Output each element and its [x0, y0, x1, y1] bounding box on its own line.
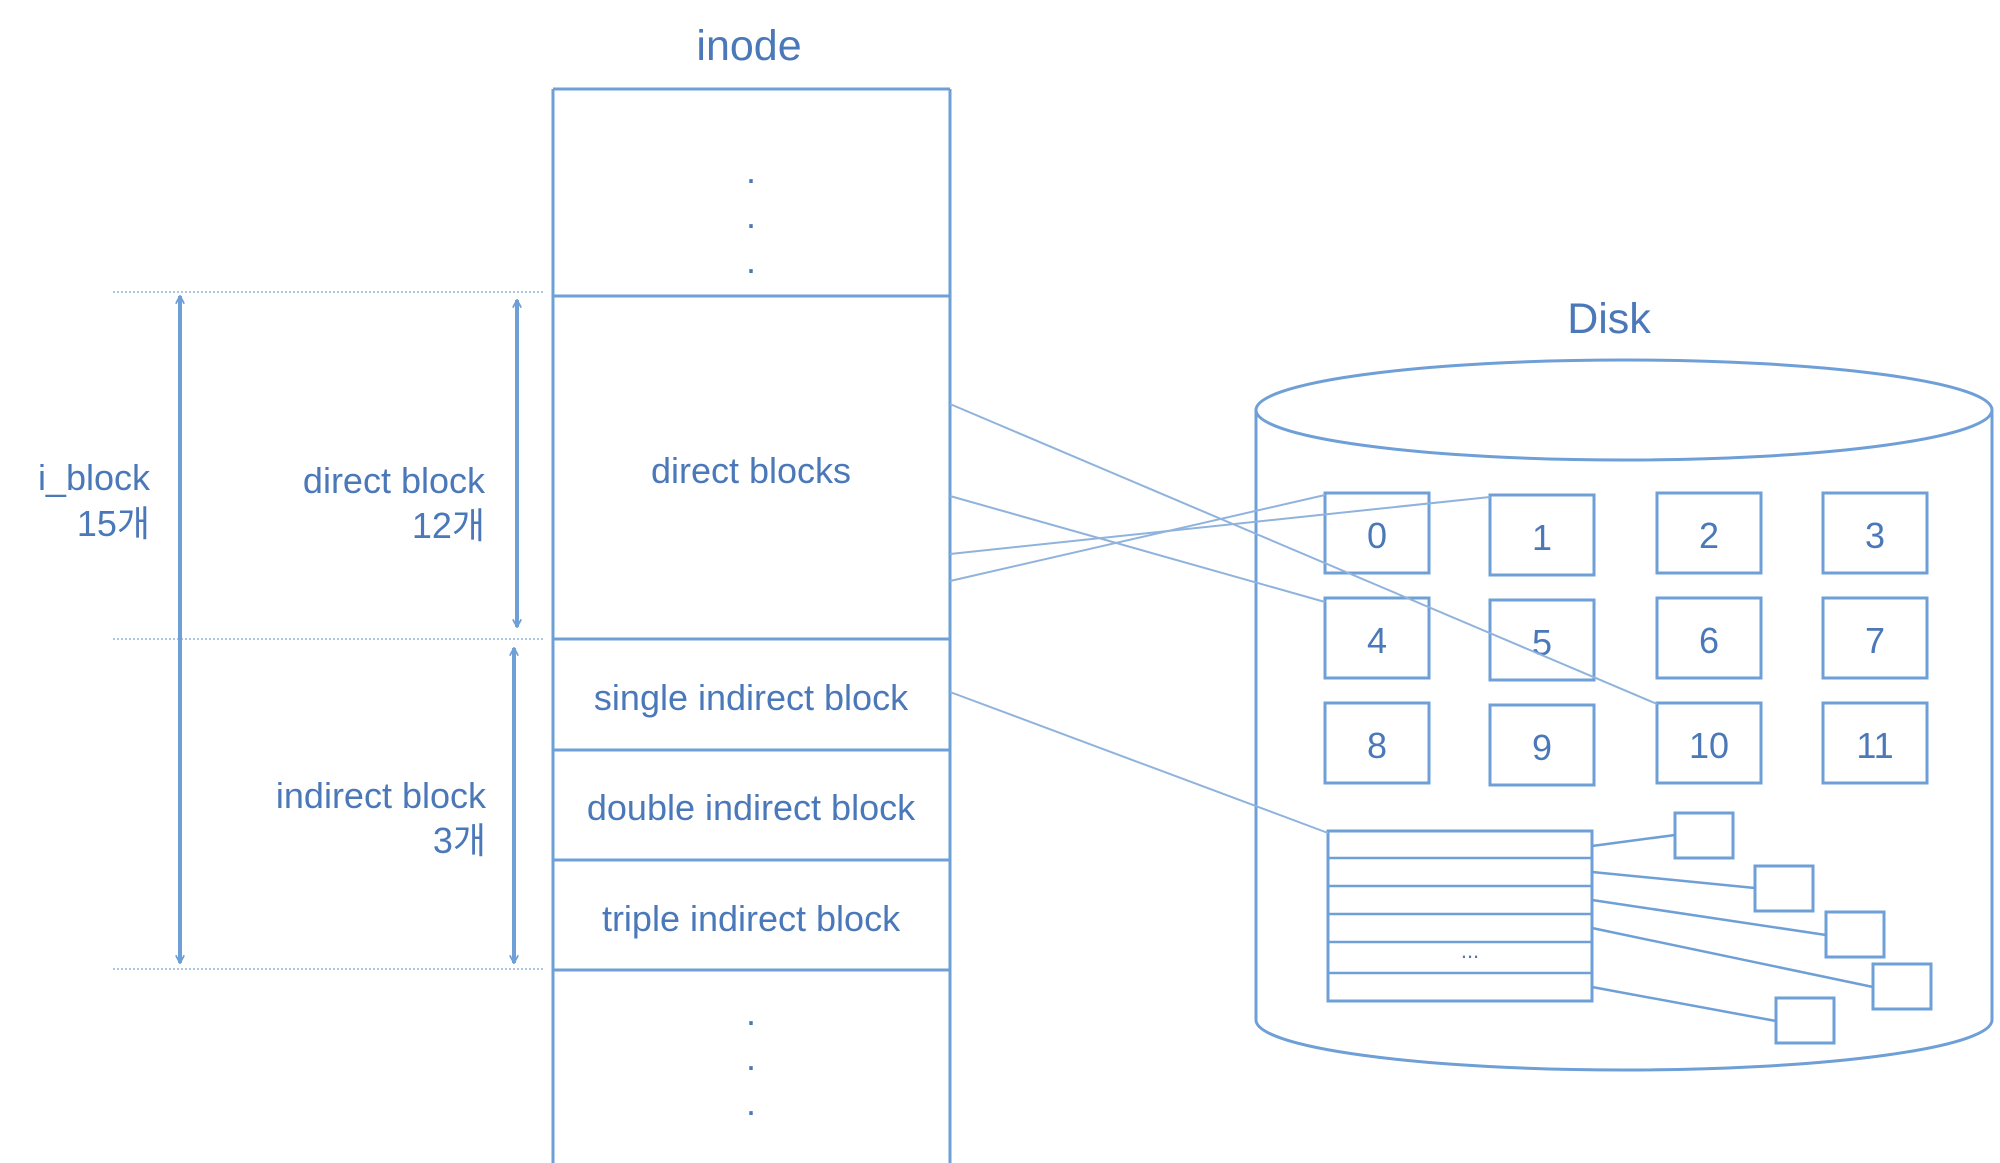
index-pointers: [1591, 833, 1874, 1023]
indirect-block-count: 3개: [433, 820, 486, 861]
disk-block-grid: 0 1 2 3 4 5 6 7 8 9 10 11: [1323, 491, 1929, 787]
svg-text:8: 8: [1367, 725, 1387, 766]
svg-text:7: 7: [1865, 620, 1885, 661]
inode-bottom-ellipsis: . . .: [746, 992, 756, 1123]
guide-lines: [113, 291, 543, 970]
svg-text:.: .: [746, 992, 756, 1033]
svg-text:.: .: [746, 195, 756, 236]
disk-block-0: 0: [1323, 491, 1431, 575]
svg-text:0: 0: [1367, 515, 1387, 556]
single-indirect-cell: single indirect block: [594, 677, 909, 718]
svg-text:6: 6: [1699, 620, 1719, 661]
disk-block-1: 1: [1488, 493, 1596, 577]
svg-text:10: 10: [1689, 725, 1729, 766]
disk-block-11: 11: [1821, 701, 1929, 785]
double-indirect-cell: double indirect block: [587, 787, 916, 828]
direct-block-label: direct block: [303, 460, 486, 501]
disk-block-10: 10: [1655, 701, 1763, 785]
svg-text:.: .: [746, 1082, 756, 1123]
disk-block-8: 8: [1323, 701, 1431, 785]
indirect-data-blocks: [1673, 811, 1933, 1045]
disk-block-6: 6: [1655, 596, 1763, 680]
svg-text:5: 5: [1532, 622, 1552, 663]
direct-blocks-cell: direct blocks: [651, 450, 851, 491]
disk-block-9: 9: [1488, 703, 1596, 787]
svg-text:.: .: [746, 1037, 756, 1078]
i-block-count: 15개: [77, 503, 150, 544]
direct-block-count: 12개: [412, 505, 485, 546]
svg-text:2: 2: [1699, 515, 1719, 556]
indirect-block-label: indirect block: [276, 775, 487, 816]
svg-text:9: 9: [1532, 727, 1552, 768]
inode-pointers: [949, 403, 1658, 834]
svg-text:.: .: [746, 150, 756, 191]
svg-text:4: 4: [1367, 620, 1387, 661]
index-block: ...: [1326, 829, 1594, 1003]
svg-text:.: .: [746, 240, 756, 281]
svg-text:1: 1: [1532, 517, 1552, 558]
i-block-label: i_block: [38, 457, 151, 498]
svg-text:3: 3: [1865, 515, 1885, 556]
disk-title: Disk: [1567, 295, 1651, 343]
disk-block-4: 4: [1323, 596, 1431, 680]
inode-top-ellipsis: . . .: [746, 150, 756, 281]
triple-indirect-cell: triple indirect block: [602, 898, 901, 939]
svg-text:11: 11: [1856, 725, 1893, 766]
disk-block-2: 2: [1655, 491, 1763, 575]
disk-block-7: 7: [1821, 596, 1929, 680]
inode-table: [551, 87, 952, 1163]
inode-title: inode: [696, 22, 801, 70]
disk-block-3: 3: [1821, 491, 1929, 575]
index-block-ellipsis: ...: [1461, 938, 1479, 963]
